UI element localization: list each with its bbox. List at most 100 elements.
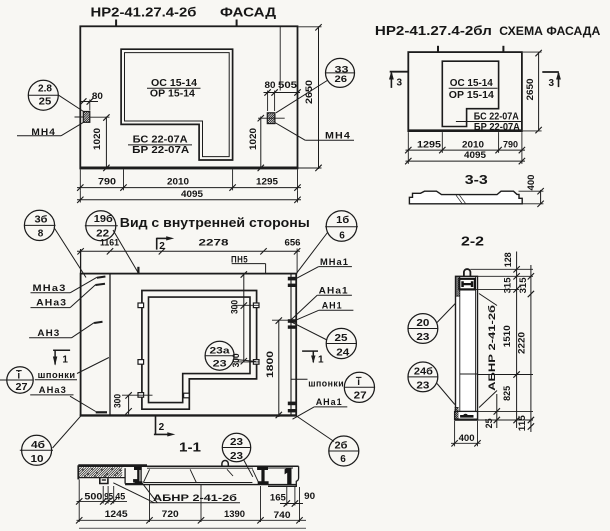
svg-text:шпонки: шпонки (38, 370, 76, 380)
svg-text:315: 315 (518, 277, 529, 294)
svg-text:БС 22-07А: БС 22-07А (474, 112, 519, 123)
svg-text:1800: 1800 (265, 351, 276, 378)
svg-text:АНа3: АНа3 (39, 385, 67, 395)
svg-text:300: 300 (231, 353, 242, 367)
svg-text:23: 23 (416, 380, 430, 391)
svg-text:2.8: 2.8 (38, 84, 52, 95)
svg-text:ОС 15-14: ОС 15-14 (151, 78, 197, 89)
svg-text:2: 2 (159, 241, 165, 252)
svg-text:27: 27 (16, 382, 28, 393)
svg-text:10: 10 (31, 454, 45, 465)
svg-text:i: i (357, 377, 360, 388)
svg-text:115: 115 (517, 414, 528, 431)
svg-text:3б: 3б (35, 214, 48, 226)
svg-text:23: 23 (230, 437, 244, 448)
svg-text:4б: 4б (31, 439, 45, 451)
svg-text:1295: 1295 (256, 176, 279, 187)
svg-text:1161: 1161 (100, 237, 120, 248)
svg-text:1: 1 (62, 355, 68, 366)
svg-text:АБНР 2-41-2б: АБНР 2-41-2б (153, 493, 237, 504)
svg-text:25: 25 (39, 96, 52, 107)
svg-text:500: 500 (84, 491, 102, 502)
svg-text:165: 165 (270, 493, 287, 504)
svg-text:АНа3: АНа3 (36, 298, 67, 308)
svg-text:Вид с внутренней стороны: Вид с внутренней стороны (120, 215, 310, 230)
svg-text:740: 740 (274, 510, 291, 521)
svg-text:3: 3 (549, 78, 555, 89)
svg-text:1245: 1245 (105, 509, 129, 520)
svg-text:1510: 1510 (502, 325, 513, 347)
svg-text:АБНР 2-41-2б: АБНР 2-41-2б (487, 305, 498, 391)
svg-text:300: 300 (229, 300, 240, 314)
svg-text:6: 6 (340, 454, 346, 465)
svg-text:790: 790 (98, 176, 116, 187)
svg-text:СХЕМА ФАСАДА: СХЕМА ФАСАДА (499, 24, 600, 38)
svg-text:АНа1: АНа1 (319, 285, 349, 295)
svg-text:20: 20 (416, 318, 430, 329)
svg-text:2-2: 2-2 (461, 233, 484, 248)
svg-text:19б: 19б (94, 213, 113, 225)
svg-text:ОР 15-14: ОР 15-14 (150, 89, 195, 100)
svg-text:2220: 2220 (517, 332, 528, 354)
svg-text:505: 505 (278, 80, 298, 91)
svg-text:825: 825 (502, 385, 513, 401)
svg-text:315: 315 (503, 277, 514, 294)
svg-text:95: 95 (104, 491, 114, 502)
svg-text:400: 400 (459, 433, 475, 444)
svg-text:АН1: АН1 (322, 301, 343, 311)
svg-text:МН4: МН4 (31, 127, 56, 138)
svg-text:128: 128 (503, 252, 514, 267)
svg-text:АН3: АН3 (37, 328, 60, 338)
svg-text:МН4: МН4 (325, 131, 351, 142)
svg-text:2650: 2650 (304, 80, 315, 104)
svg-text:790: 790 (503, 139, 518, 150)
svg-text:33: 33 (335, 64, 349, 75)
svg-text:23: 23 (213, 359, 227, 370)
svg-text:720: 720 (162, 509, 179, 520)
svg-text:ОР 15-14: ОР 15-14 (449, 90, 494, 101)
svg-text:23: 23 (230, 451, 244, 462)
svg-text:i: i (17, 370, 20, 381)
svg-text:1020: 1020 (92, 128, 103, 150)
svg-text:26: 26 (335, 74, 348, 85)
svg-text:НР2-41.27.4-2бл: НР2-41.27.4-2бл (375, 24, 492, 38)
svg-text:3-3: 3-3 (465, 173, 488, 187)
svg-text:БР 22-07А: БР 22-07А (132, 145, 189, 156)
svg-text:8: 8 (38, 228, 44, 239)
svg-text:80: 80 (265, 80, 276, 91)
svg-text:656: 656 (285, 237, 301, 248)
svg-text:НР2-41.27.4-2б: НР2-41.27.4-2б (91, 5, 197, 20)
svg-text:300: 300 (113, 394, 124, 408)
svg-text:шпонки: шпонки (308, 379, 344, 389)
svg-text:25: 25 (335, 333, 349, 344)
svg-text:2278: 2278 (199, 237, 229, 248)
svg-text:24: 24 (336, 347, 350, 358)
svg-text:1295: 1295 (417, 139, 442, 150)
svg-text:80: 80 (92, 91, 103, 102)
svg-text:МНа1: МНа1 (320, 257, 349, 267)
svg-text:23а: 23а (210, 345, 231, 356)
svg-text:400: 400 (526, 175, 537, 191)
svg-text:2650: 2650 (525, 79, 536, 101)
svg-text:90: 90 (304, 491, 315, 502)
svg-text:2010: 2010 (167, 176, 189, 187)
svg-text:27: 27 (354, 391, 368, 402)
svg-text:1-1: 1-1 (179, 441, 201, 455)
svg-text:ФАСАД: ФАСАД (220, 5, 277, 20)
svg-text:1390: 1390 (224, 509, 245, 520)
svg-text:1020: 1020 (248, 128, 259, 150)
svg-text:4095: 4095 (464, 150, 487, 161)
svg-text:2б: 2б (335, 440, 348, 452)
svg-text:МНа3: МНа3 (33, 283, 67, 293)
svg-text:45: 45 (115, 492, 126, 503)
svg-text:ОС 15-14: ОС 15-14 (450, 78, 493, 89)
svg-text:1б: 1б (336, 214, 349, 226)
svg-text:БС 22-07А: БС 22-07А (133, 135, 188, 146)
svg-text:1: 1 (318, 355, 324, 366)
svg-text:22: 22 (96, 228, 110, 239)
svg-text:3: 3 (397, 77, 403, 88)
svg-text:25: 25 (484, 418, 495, 429)
svg-text:АНа1: АНа1 (316, 397, 343, 407)
svg-text:2: 2 (159, 422, 165, 433)
svg-text:2010: 2010 (462, 139, 484, 150)
